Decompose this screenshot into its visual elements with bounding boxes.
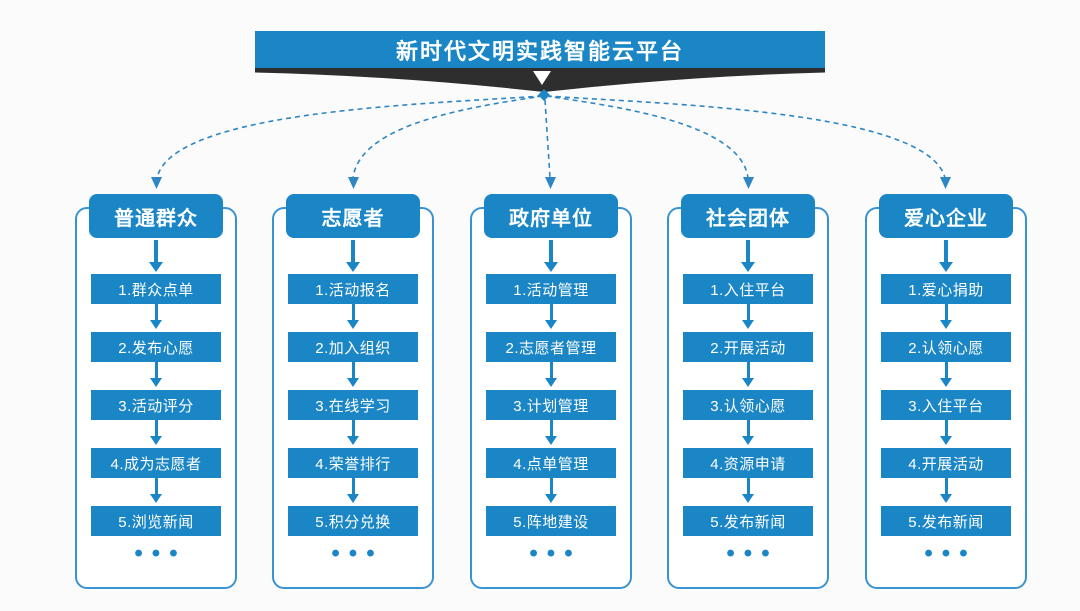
flow-step: 3.计划管理 bbox=[486, 390, 616, 420]
column-title: 爱心企业 bbox=[879, 194, 1013, 238]
connector-arrowhead-icon bbox=[151, 177, 162, 189]
down-arrow-icon bbox=[74, 302, 238, 329]
connector-arrowhead-icon bbox=[348, 177, 359, 189]
flow-step: 3.在线学习 bbox=[288, 390, 418, 420]
flow-step: 2.开展活动 bbox=[683, 332, 813, 362]
down-arrow-icon bbox=[74, 476, 238, 503]
connector-arrowhead-icon bbox=[743, 177, 754, 189]
flow-step: 1.爱心捐助 bbox=[881, 274, 1011, 304]
down-arrow-icon bbox=[864, 360, 1028, 387]
down-arrow-icon bbox=[469, 476, 633, 503]
connector-arrowhead-icon bbox=[545, 177, 556, 189]
dashed-connector-4 bbox=[545, 95, 749, 179]
flow-step: 3.活动评分 bbox=[91, 390, 221, 420]
ellipsis: ••• bbox=[529, 540, 582, 567]
flow-step: 2.认领心愿 bbox=[881, 332, 1011, 362]
flow-step: 3.入住平台 bbox=[881, 390, 1011, 420]
column-title: 普通群众 bbox=[89, 194, 223, 238]
down-arrow-icon bbox=[74, 240, 238, 272]
down-arrow-icon bbox=[271, 418, 435, 445]
down-arrow-icon bbox=[271, 240, 435, 272]
down-arrow-icon bbox=[864, 476, 1028, 503]
flow-step: 5.发布新闻 bbox=[881, 506, 1011, 536]
platform-title: 新时代文明实践智能云平台 bbox=[395, 38, 684, 64]
column-title: 志愿者 bbox=[286, 194, 420, 238]
down-arrow-icon bbox=[271, 360, 435, 387]
platform-banner: 新时代文明实践智能云平台 bbox=[255, 31, 825, 68]
down-arrow-icon bbox=[666, 360, 830, 387]
flow-step: 5.浏览新闻 bbox=[91, 506, 221, 536]
ellipsis: ••• bbox=[134, 540, 187, 567]
connector-svg bbox=[151, 67, 951, 189]
flow-step: 4.成为志愿者 bbox=[91, 448, 221, 478]
ellipsis: ••• bbox=[331, 540, 384, 567]
column-title: 社会团体 bbox=[681, 194, 815, 238]
down-arrow-icon bbox=[666, 240, 830, 272]
column-social-groups: 社会团体 1.入住平台 2.开展活动 3.认领心愿 4.资源申请 5.发布新闻 … bbox=[666, 194, 830, 594]
flow-step: 1.活动管理 bbox=[486, 274, 616, 304]
flow-step: 5.积分兑换 bbox=[288, 506, 418, 536]
flow-step: 5.发布新闻 bbox=[683, 506, 813, 536]
dashed-connector-5 bbox=[546, 95, 946, 179]
column-title: 政府单位 bbox=[484, 194, 618, 238]
flow-step: 4.资源申请 bbox=[683, 448, 813, 478]
flow-step: 4.点单管理 bbox=[486, 448, 616, 478]
column-general-public: 普通群众 1.群众点单 2.发布心愿 3.活动评分 4.成为志愿者 5.浏览新闻… bbox=[74, 194, 238, 594]
flow-step: 1.群众点单 bbox=[91, 274, 221, 304]
down-arrow-icon bbox=[271, 302, 435, 329]
flow-step: 1.活动报名 bbox=[288, 274, 418, 304]
flow-step: 2.加入组织 bbox=[288, 332, 418, 362]
ellipsis: ••• bbox=[924, 540, 977, 567]
down-arrow-icon bbox=[864, 418, 1028, 445]
down-arrow-icon bbox=[74, 418, 238, 445]
down-arrow-icon bbox=[864, 302, 1028, 329]
hub-icon bbox=[538, 89, 550, 101]
down-arrow-icon bbox=[74, 360, 238, 387]
down-arrow-icon bbox=[666, 476, 830, 503]
down-arrow-icon bbox=[666, 418, 830, 445]
down-arrow-icon bbox=[469, 418, 633, 445]
column-government-units: 政府单位 1.活动管理 2.志愿者管理 3.计划管理 4.点单管理 5.阵地建设… bbox=[469, 194, 633, 594]
dashed-connector-1 bbox=[156, 95, 543, 179]
down-arrow-icon bbox=[271, 476, 435, 503]
banner-down-arrow-icon bbox=[533, 71, 551, 85]
dashed-connector-3 bbox=[544, 99, 551, 179]
flow-step: 2.发布心愿 bbox=[91, 332, 221, 362]
columns-row: 普通群众 1.群众点单 2.发布心愿 3.活动评分 4.成为志愿者 5.浏览新闻… bbox=[0, 194, 1080, 594]
down-arrow-icon bbox=[469, 302, 633, 329]
flow-step: 5.阵地建设 bbox=[486, 506, 616, 536]
down-arrow-icon bbox=[864, 240, 1028, 272]
flow-step: 2.志愿者管理 bbox=[486, 332, 616, 362]
down-arrow-icon bbox=[469, 360, 633, 387]
down-arrow-icon bbox=[469, 240, 633, 272]
flow-step: 4.开展活动 bbox=[881, 448, 1011, 478]
dashed-connector-2 bbox=[352, 95, 544, 179]
down-arrow-icon bbox=[666, 302, 830, 329]
flow-step: 3.认领心愿 bbox=[683, 390, 813, 420]
ellipsis: ••• bbox=[726, 540, 779, 567]
column-caring-enterprises: 爱心企业 1.爱心捐助 2.认领心愿 3.入住平台 4.开展活动 5.发布新闻 … bbox=[864, 194, 1028, 594]
flow-step: 4.荣誉排行 bbox=[288, 448, 418, 478]
connector-arrowhead-icon bbox=[940, 177, 951, 189]
flow-step: 1.入住平台 bbox=[683, 274, 813, 304]
column-volunteers: 志愿者 1.活动报名 2.加入组织 3.在线学习 4.荣誉排行 5.积分兑换 •… bbox=[271, 194, 435, 594]
